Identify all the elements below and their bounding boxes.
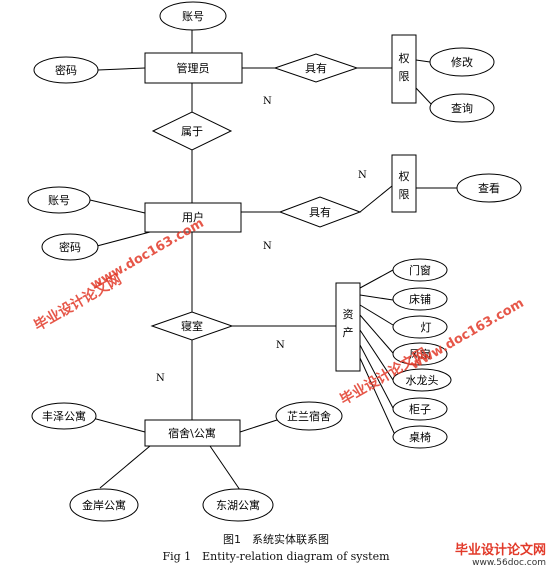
svg-text:桌椅: 桌椅 xyxy=(409,430,431,444)
cardinality-n-5: N xyxy=(156,373,165,384)
svg-text:账号: 账号 xyxy=(48,194,70,207)
svg-text:查询: 查询 xyxy=(451,101,473,115)
cardinality-n-3: N xyxy=(263,241,272,252)
svg-text:用户: 用户 xyxy=(182,210,204,224)
entity-admin: 管理员 xyxy=(144,52,243,84)
svg-text:柜子: 柜子 xyxy=(409,403,431,416)
attr-jinan: 金岸公寓 xyxy=(69,488,139,522)
attr-zhilan: 芷兰宿舍 xyxy=(275,401,343,431)
entity-user: 用户 xyxy=(144,202,242,233)
relation-belongs: 属于 xyxy=(151,111,233,151)
svg-text:具有: 具有 xyxy=(305,61,327,75)
relation-dorm-room: 寝室 xyxy=(150,311,234,341)
site-logo: 毕业设计论文网 www.56doc.com xyxy=(455,539,546,568)
entity-permission-1: 权 限 xyxy=(391,34,417,104)
svg-text:密码: 密码 xyxy=(55,63,77,77)
entity-asset: 资 产 xyxy=(335,282,361,372)
svg-text:芷兰宿舍: 芷兰宿舍 xyxy=(287,409,331,423)
entity-dorm: 宿舍\公寓 xyxy=(144,419,241,447)
svg-text:灯: 灯 xyxy=(421,321,432,334)
caption-chinese: 图1 系统实体联系图 xyxy=(223,533,329,546)
attr-bed: 床铺 xyxy=(392,287,448,311)
attr-door-window: 门窗 xyxy=(392,258,448,282)
svg-text:密码: 密码 xyxy=(59,240,81,254)
entity-permission-2: 权 限 xyxy=(391,154,417,213)
svg-text:丰泽公寓: 丰泽公寓 xyxy=(42,409,86,423)
svg-text:宿舍\公寓: 宿舍\公寓 xyxy=(168,426,216,440)
attr-view: 查看 xyxy=(456,173,522,203)
attr-cabinet: 柜子 xyxy=(392,397,448,421)
svg-text:属于: 属于 xyxy=(181,125,203,138)
asset-char1: 资 xyxy=(343,308,354,321)
svg-text:门窗: 门窗 xyxy=(409,263,431,277)
svg-text:东湖公寓: 东湖公寓 xyxy=(216,498,260,512)
attr-user-account: 账号 xyxy=(27,186,91,214)
svg-text:寝室: 寝室 xyxy=(181,319,203,333)
logo-name: 毕业设计论文网 xyxy=(454,543,546,558)
attr-query: 查询 xyxy=(429,93,495,123)
svg-text:金岸公寓: 金岸公寓 xyxy=(82,498,126,512)
attr-modify: 修改 xyxy=(429,47,495,77)
permission-2-char1: 权 xyxy=(399,170,410,183)
caption-english: Fig 1 Entity-relation diagram of system xyxy=(162,550,390,563)
logo-url: www.56doc.com xyxy=(472,558,546,568)
svg-text:具有: 具有 xyxy=(309,205,331,219)
asset-char2: 产 xyxy=(343,325,354,339)
relation-has-2: 具有 xyxy=(278,196,362,228)
svg-text:水龙头: 水龙头 xyxy=(406,374,439,387)
connectors xyxy=(84,30,458,491)
svg-text:床铺: 床铺 xyxy=(409,292,431,306)
attr-donghu: 东湖公寓 xyxy=(202,488,274,522)
attr-admin-password: 密码 xyxy=(33,56,99,84)
attr-lamp: 灯 xyxy=(392,315,448,339)
cardinality-n-4: N xyxy=(276,340,285,351)
attr-fengze: 丰泽公寓 xyxy=(31,402,97,430)
svg-text:查看: 查看 xyxy=(478,181,500,195)
svg-text:风扇: 风扇 xyxy=(409,347,431,361)
svg-text:修改: 修改 xyxy=(451,55,473,69)
cardinality-n-2: N xyxy=(358,170,367,181)
permission-1-char2: 限 xyxy=(399,70,410,83)
attr-fan: 风扇 xyxy=(392,342,448,366)
cardinality-n-1: N xyxy=(263,96,272,107)
attr-user-password: 密码 xyxy=(41,233,99,261)
svg-text:账号: 账号 xyxy=(182,10,204,23)
permission-1-char1: 权 xyxy=(399,52,410,65)
attr-faucet: 水龙头 xyxy=(392,368,452,392)
permission-2-char2: 限 xyxy=(399,188,410,201)
attr-desk-chair: 桌椅 xyxy=(392,425,448,449)
attr-admin-account: 账号 xyxy=(159,1,227,31)
svg-text:管理员: 管理员 xyxy=(177,61,210,75)
relation-has-1: 具有 xyxy=(273,53,359,83)
